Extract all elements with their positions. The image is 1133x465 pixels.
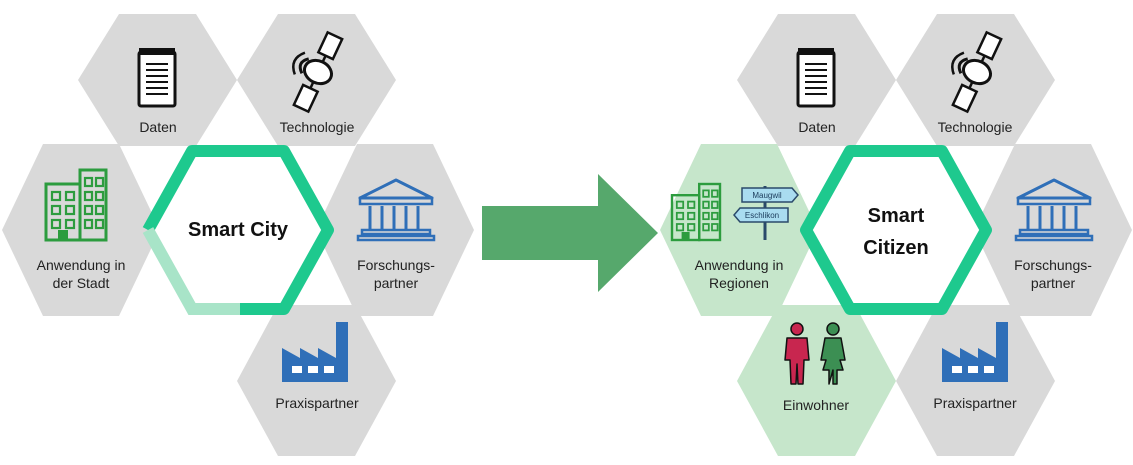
tile-label-anwendung: Regionen xyxy=(709,275,769,291)
tile-label-forschung: Forschungs- xyxy=(1014,257,1092,273)
signpost-icon: Maugwil Eschlikon xyxy=(733,186,799,240)
tile-label-forschung: partner xyxy=(374,275,419,291)
office-building-icon xyxy=(44,168,108,242)
factory-icon xyxy=(282,322,348,382)
tile-label-anwendung: Anwendung in xyxy=(695,257,784,273)
tile-label-praxis: Praxispartner xyxy=(933,395,1017,411)
tile-label-anwendung: Anwendung in xyxy=(37,257,126,273)
center-title-line: Smart City xyxy=(188,219,289,241)
tile-label-anwendung: der Stadt xyxy=(53,275,110,291)
tile-label-technologie: Technologie xyxy=(280,119,355,135)
center-title-line: Citizen xyxy=(863,237,929,259)
institution-icon xyxy=(356,178,436,242)
signpost-top-label: Maugwil xyxy=(752,191,782,200)
center-title-line: Smart xyxy=(868,205,925,227)
signpost-bottom-label: Eschlikon xyxy=(745,211,779,220)
tile-label-praxis: Praxispartner xyxy=(275,395,359,411)
tile-label-daten: Daten xyxy=(139,119,176,135)
notepad-icon xyxy=(796,48,836,108)
hex-tile-einwohner-right xyxy=(737,305,896,456)
office-building-icon xyxy=(670,182,722,242)
tile-label-technologie: Technologie xyxy=(938,119,1013,135)
tile-label-forschung: Forschungs- xyxy=(357,257,435,273)
notepad-icon xyxy=(137,48,177,108)
smart-city-cluster: Smart City Daten Technologie xyxy=(2,14,474,456)
tile-label-einwohner: Einwohner xyxy=(783,397,849,413)
right-arrow-icon xyxy=(482,174,658,292)
residents-icon xyxy=(784,322,846,385)
factory-icon xyxy=(942,322,1008,382)
ring-segment-faded xyxy=(142,227,240,315)
satellite-icon xyxy=(292,30,344,114)
ring-segment xyxy=(142,145,334,315)
satellite-icon xyxy=(951,30,1003,114)
smart-citizen-cluster: Smart Citizen Daten Technologie xyxy=(660,14,1132,456)
ring-full xyxy=(800,145,992,315)
tile-label-daten: Daten xyxy=(798,119,835,135)
tile-label-forschung: partner xyxy=(1031,275,1076,291)
institution-icon xyxy=(1014,178,1094,242)
